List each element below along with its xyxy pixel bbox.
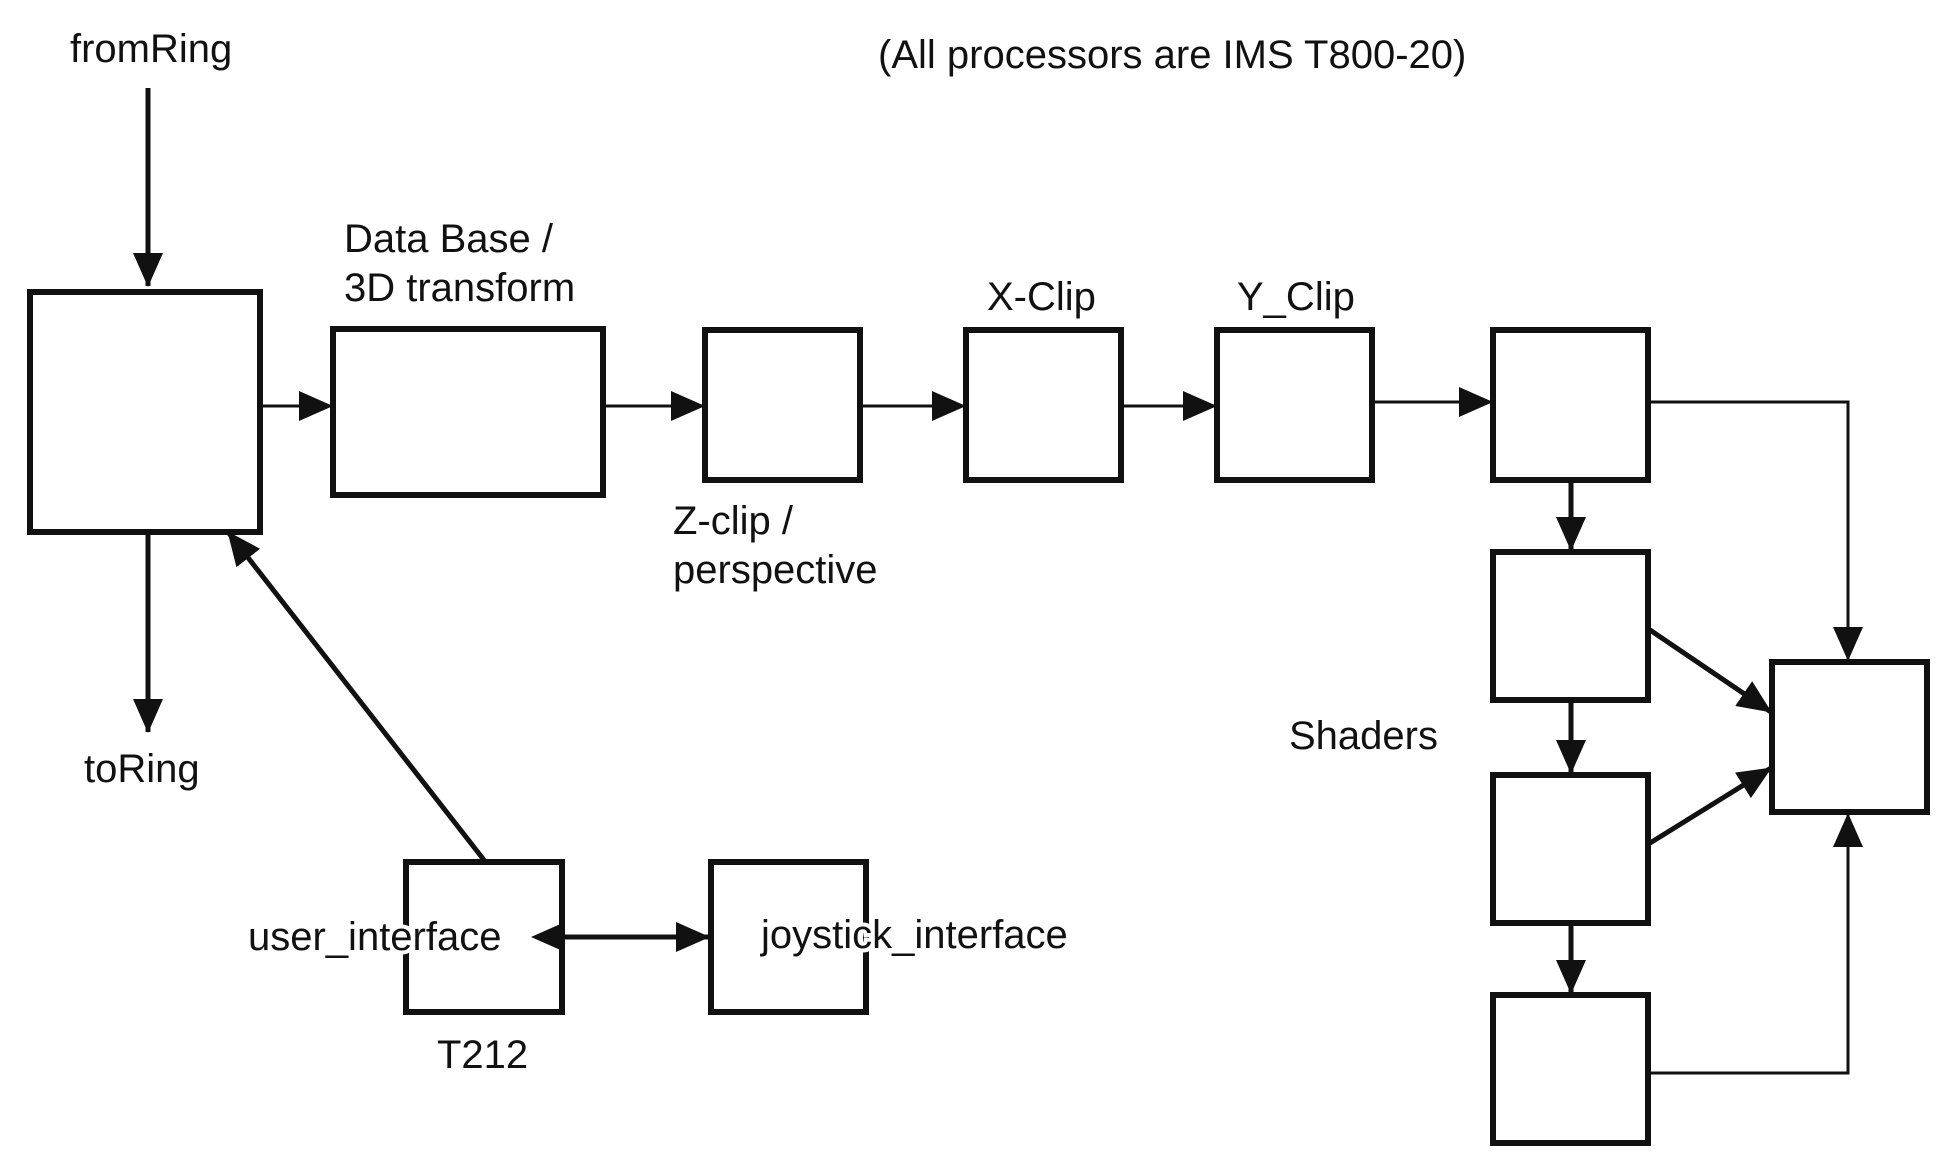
xclip-label: X-Clip (987, 275, 1096, 319)
link-distributor-to-merge (1650, 400, 1863, 661)
database-label: Data Base / (344, 217, 554, 261)
link-user-interface-to-ring (226, 530, 486, 862)
xclip-box (963, 327, 1124, 483)
database-transform-box (330, 326, 606, 498)
to-ring-label: toRing (84, 747, 200, 791)
t212-label: T212 (437, 1033, 528, 1077)
shader-box-1 (1490, 549, 1651, 703)
from-ring-label: fromRing (70, 27, 232, 71)
yclip-box (1214, 327, 1375, 483)
shader-box-3 (1490, 992, 1651, 1146)
ring-processor-box (27, 289, 263, 535)
zclip-label: Z-clip / (673, 499, 794, 543)
shader-box-2 (1490, 772, 1651, 926)
user-interface-label: user_interface (248, 915, 501, 959)
zclip-box (702, 327, 863, 483)
shaders-label: Shaders (1289, 714, 1438, 758)
link-shader-2-to-merge (1648, 765, 1773, 846)
merge-box (1769, 659, 1930, 815)
joystick-interface-label: joystick_interface (760, 913, 1068, 957)
zclip-label-line2: perspective (673, 548, 878, 592)
yclip-label: Y_Clip (1237, 275, 1355, 319)
link-shader-3-to-merge (1650, 813, 1863, 1075)
link-shader-1-to-merge (1648, 627, 1773, 715)
database-label-line2: 3D transform (344, 266, 575, 310)
shader-distributor-box (1490, 327, 1651, 483)
processor-note: (All processors are IMS T800-20) (878, 33, 1466, 77)
joystick-interface-box (708, 859, 869, 1015)
